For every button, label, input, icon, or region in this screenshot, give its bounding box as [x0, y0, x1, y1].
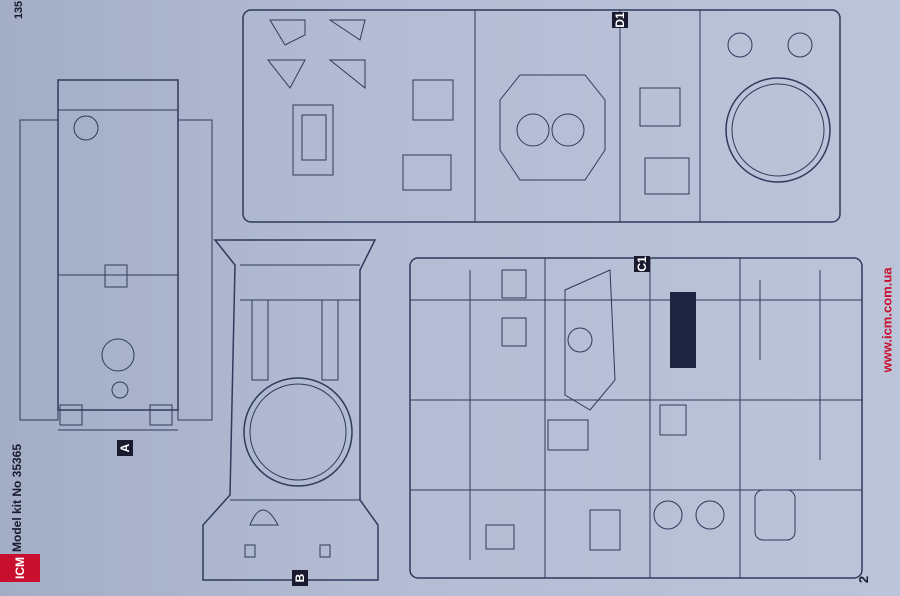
sprue-c1 [409, 257, 863, 579]
sprue-d1 [242, 9, 841, 223]
label-c1: C1 [634, 256, 650, 272]
label-a: A [117, 440, 133, 456]
label-b: B [292, 570, 308, 586]
part-b-hull [202, 239, 379, 581]
part-a-hull [19, 79, 213, 431]
label-d1: D1 [612, 12, 628, 28]
